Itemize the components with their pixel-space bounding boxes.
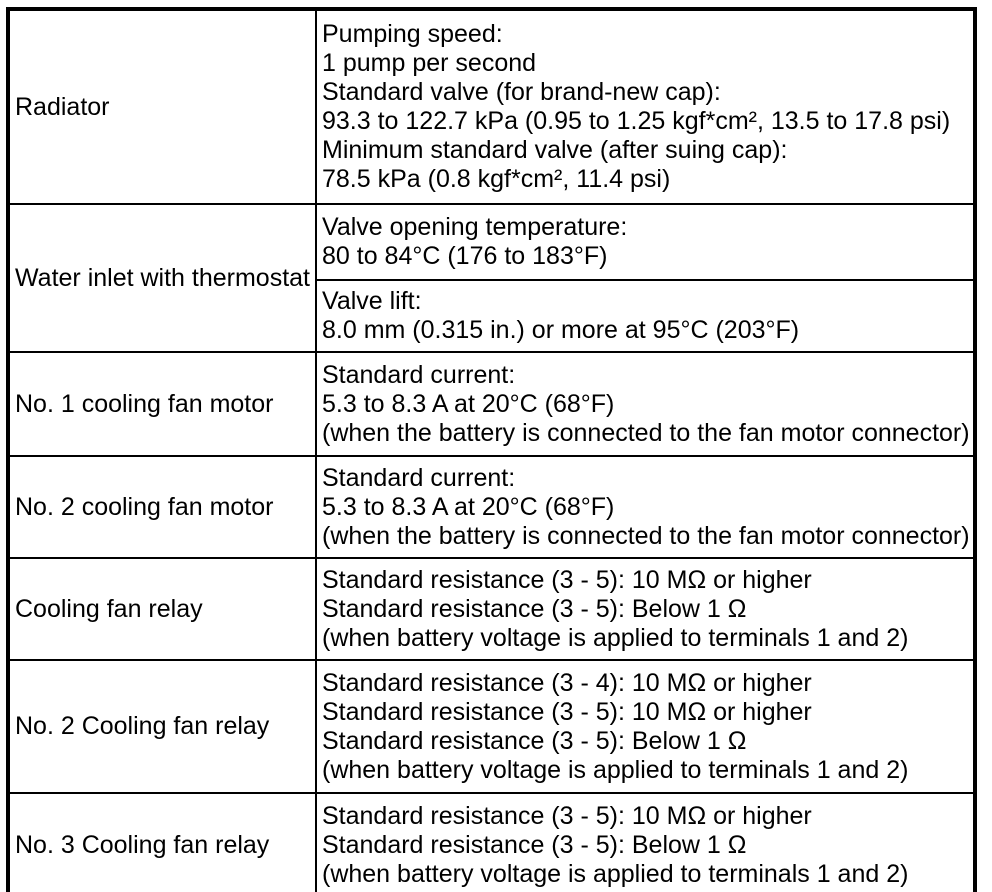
spec-line: 1 pump per second — [322, 49, 537, 77]
spec-line: 78.5 kPa (0.8 kgf*cm², 11.4 psi) — [322, 165, 671, 193]
table-row: No. 1 cooling fan motor Standard current:… — [7, 351, 976, 457]
spec-cell: Standard resistance (3 - 5): 10 MΩ or hi… — [315, 792, 976, 892]
spec-cell: Valve lift:8.0 mm (0.315 in.) or more at… — [315, 279, 976, 353]
spec-line: 8.0 mm (0.315 in.) or more at 95°C (203°… — [322, 316, 800, 344]
spec-line: (when battery voltage is applied to term… — [322, 623, 909, 652]
spec-line: 5.3 to 8.3 A at 20°C (68°F) — [322, 492, 615, 521]
component-label: No. 3 Cooling fan relay — [15, 830, 270, 859]
table-row: Valve lift:8.0 mm (0.315 in.) or more at… — [8, 279, 976, 353]
component-label: No. 2 cooling fan motor — [15, 492, 274, 521]
component-cell: No. 2 cooling fan motor — [7, 455, 317, 559]
spec-cell: Valve opening temperature:80 to 84°C (17… — [315, 203, 976, 281]
spec-line: Pumping speed: — [322, 20, 503, 48]
component-cell: Radiator — [7, 8, 317, 205]
spec-line: 93.3 to 122.7 kPa (0.95 to 1.25 kgf*cm²,… — [322, 107, 951, 135]
component-label: Radiator — [15, 92, 110, 121]
component-label: No. 1 cooling fan motor — [15, 389, 274, 418]
spec-line: (when battery voltage is applied to term… — [322, 755, 909, 784]
spec-line: Standard resistance (3 - 5): 10 MΩ or hi… — [322, 565, 812, 594]
spec-line: Valve lift: — [322, 287, 422, 315]
component-cell: No. 3 Cooling fan relay — [7, 792, 317, 892]
spec-cell: Standard current:5.3 to 8.3 A at 20°C (6… — [315, 455, 976, 559]
spec-line: Standard resistance (3 - 5): Below 1 Ω — [322, 726, 747, 755]
spec-cell: Standard resistance (3 - 4): 10 MΩ or hi… — [315, 659, 976, 794]
spec-line: Standard resistance (3 - 5): Below 1 Ω — [322, 594, 747, 623]
spec-line: Standard resistance (3 - 5): 10 MΩ or hi… — [322, 697, 812, 726]
table-row: No. 3 Cooling fan relay Standard resistan… — [7, 792, 976, 892]
component-label: No. 2 Cooling fan relay — [15, 712, 270, 740]
component-label: Water inlet with thermostat — [15, 263, 311, 292]
component-cell: Water inlet with thermostat — [7, 203, 317, 353]
spec-line: 5.3 to 8.3 A at 20°C (68°F) — [322, 389, 615, 418]
spec-line: Valve opening temperature: — [322, 213, 628, 241]
component-cell: Cooling fan relay — [7, 557, 317, 661]
spec-cell: Standard resistance (3 - 5): 10 MΩ or hi… — [315, 557, 976, 661]
component-cell: No. 1 cooling fan motor — [7, 351, 317, 457]
spec-cell: Standard current:5.3 to 8.3 A at 20°C (6… — [315, 351, 976, 457]
spec-line: Standard valve (for brand-new cap): — [322, 78, 721, 106]
spec-line: (when the battery is connected to the fa… — [322, 521, 970, 550]
component-label: Cooling fan relay — [15, 594, 203, 623]
spec-line: Standard resistance (3 - 4): 10 MΩ or hi… — [322, 668, 812, 697]
spec-line: Standard current: — [322, 463, 516, 492]
spec-line: Standard resistance (3 - 5): 10 MΩ or hi… — [322, 801, 812, 830]
spec-line: (when battery voltage is applied to term… — [322, 859, 909, 888]
spec-line: Standard current: — [322, 360, 516, 389]
spec-line: Standard resistance (3 - 5): Below 1 Ω — [322, 830, 747, 859]
table-row: Cooling fan relay Standard resistance (3 … — [7, 557, 976, 661]
spec-line: (when the battery is connected to the fa… — [322, 418, 970, 447]
table-row: No. 2 cooling fan motor Standard current:… — [7, 455, 976, 559]
spec-line: 80 to 84°C (176 to 183°F) — [322, 242, 608, 270]
spec-line: Minimum standard valve (after suing cap)… — [322, 136, 788, 164]
component-cell: No. 2 Cooling fan relay — [7, 659, 317, 794]
